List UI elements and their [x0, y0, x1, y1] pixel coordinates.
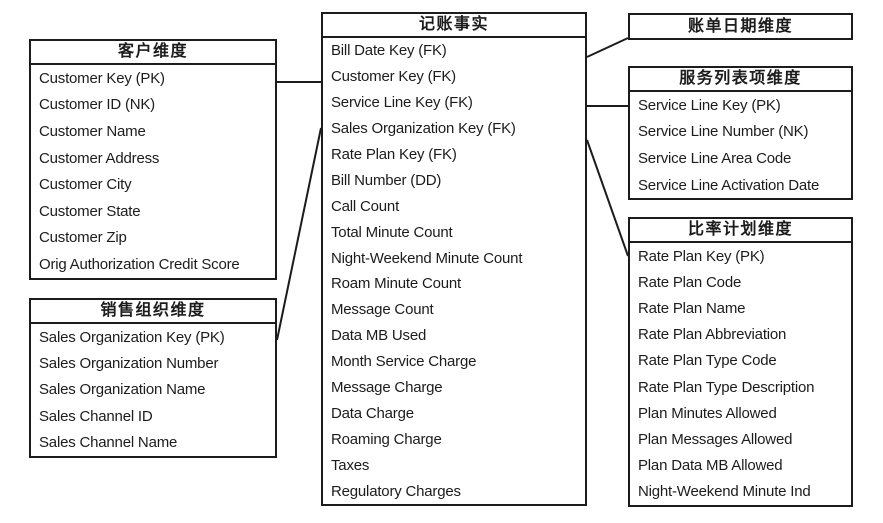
field-row: Service Line Number (NK) [638, 123, 809, 141]
entity-title: 比率计划维度 [630, 219, 851, 243]
field-row: Service Line Key (FK) [331, 94, 473, 112]
entity-title: 客户维度 [31, 41, 275, 65]
field-row: Sales Organization Key (PK) [39, 328, 225, 346]
field-row: Month Service Charge [331, 353, 477, 371]
field-row: Roam Minute Count [331, 275, 461, 293]
field-row: Customer Name [39, 122, 146, 140]
entity-title: 销售组织维度 [31, 300, 275, 324]
field-row: Sales Organization Number [39, 355, 219, 373]
field-row: Rate Plan Name [638, 299, 746, 317]
field-row: Message Charge [331, 379, 443, 397]
field-row: Customer Key (PK) [39, 69, 165, 87]
field-row: Plan Data MB Allowed [638, 457, 783, 475]
field-row: Customer Key (FK) [331, 68, 456, 86]
field-row: Night-Weekend Minute Count [331, 249, 523, 267]
field-row: Call Count [331, 197, 400, 215]
field-row: Rate Plan Code [638, 273, 742, 291]
entity-customer-dimension: 客户维度 Customer Key (PK) Customer ID (NK) … [29, 39, 277, 280]
field-row: Taxes [331, 456, 370, 474]
field-row: Service Line Activation Date [638, 176, 820, 194]
entity-billing-fact-table: 记账事实 Bill Date Key (FK) Customer Key (FK… [321, 12, 587, 507]
field-row: Customer City [39, 176, 132, 194]
entity-title: 服务列表项维度 [630, 68, 851, 92]
field-row: Customer ID (NK) [39, 96, 155, 114]
field-row: Night-Weekend Minute Ind [638, 483, 811, 501]
field-row: Service Line Area Code [638, 149, 792, 167]
field-list: Sales Organization Key (PK) Sales Organi… [31, 324, 275, 456]
field-row: Customer State [39, 202, 141, 220]
connector-fact-rateplan [586, 139, 629, 257]
field-row: Sales Organization Key (FK) [331, 120, 516, 138]
field-row: Sales Channel ID [39, 407, 153, 425]
field-row: Data Charge [331, 404, 414, 422]
entity-service-line-dimension: 服务列表项维度 Service Line Key (PK) Service Li… [628, 66, 853, 201]
field-row: Message Count [331, 301, 434, 319]
field-row: Plan Messages Allowed [638, 430, 793, 448]
field-list: Rate Plan Key (PK) Rate Plan Code Rate P… [630, 243, 851, 505]
field-row: Plan Minutes Allowed [638, 404, 777, 422]
field-list: Service Line Key (PK) Service Line Numbe… [630, 92, 851, 198]
entity-sales-organization-dimension: 销售组织维度 Sales Organization Key (PK) Sales… [29, 298, 277, 458]
field-row: Bill Number (DD) [331, 171, 442, 189]
field-list: Customer Key (PK) Customer ID (NK) Custo… [31, 65, 275, 278]
field-row: Rate Plan Type Code [638, 352, 777, 370]
field-row: Data MB Used [331, 327, 427, 345]
field-row: Total Minute Count [331, 223, 453, 241]
field-row: Bill Date Key (FK) [331, 42, 447, 60]
field-row: Orig Authorization Credit Score [39, 255, 240, 273]
connector-fact-billdate [586, 37, 629, 58]
field-row: Sales Organization Name [39, 381, 206, 399]
entity-bill-date-dimension: 账单日期维度 [628, 13, 853, 40]
field-row: Customer Zip [39, 229, 127, 247]
field-row: Rate Plan Abbreviation [638, 326, 787, 344]
field-row: Regulatory Charges [331, 482, 461, 500]
field-row: Service Line Key (PK) [638, 96, 781, 114]
field-row: Sales Channel Name [39, 434, 178, 452]
connector-salesorg-fact [276, 127, 322, 341]
entity-title: 账单日期维度 [687, 18, 793, 35]
field-row: Rate Plan Key (PK) [638, 247, 765, 265]
entity-title: 记账事实 [323, 14, 585, 38]
field-row: Customer Address [39, 149, 160, 167]
field-row: Roaming Charge [331, 430, 442, 448]
field-list: Bill Date Key (FK) Customer Key (FK) Ser… [323, 38, 585, 504]
entity-rate-plan-dimension: 比率计划维度 Rate Plan Key (PK) Rate Plan Code… [628, 217, 853, 507]
field-row: Rate Plan Key (FK) [331, 146, 457, 163]
field-row: Rate Plan Type Description [638, 378, 815, 396]
